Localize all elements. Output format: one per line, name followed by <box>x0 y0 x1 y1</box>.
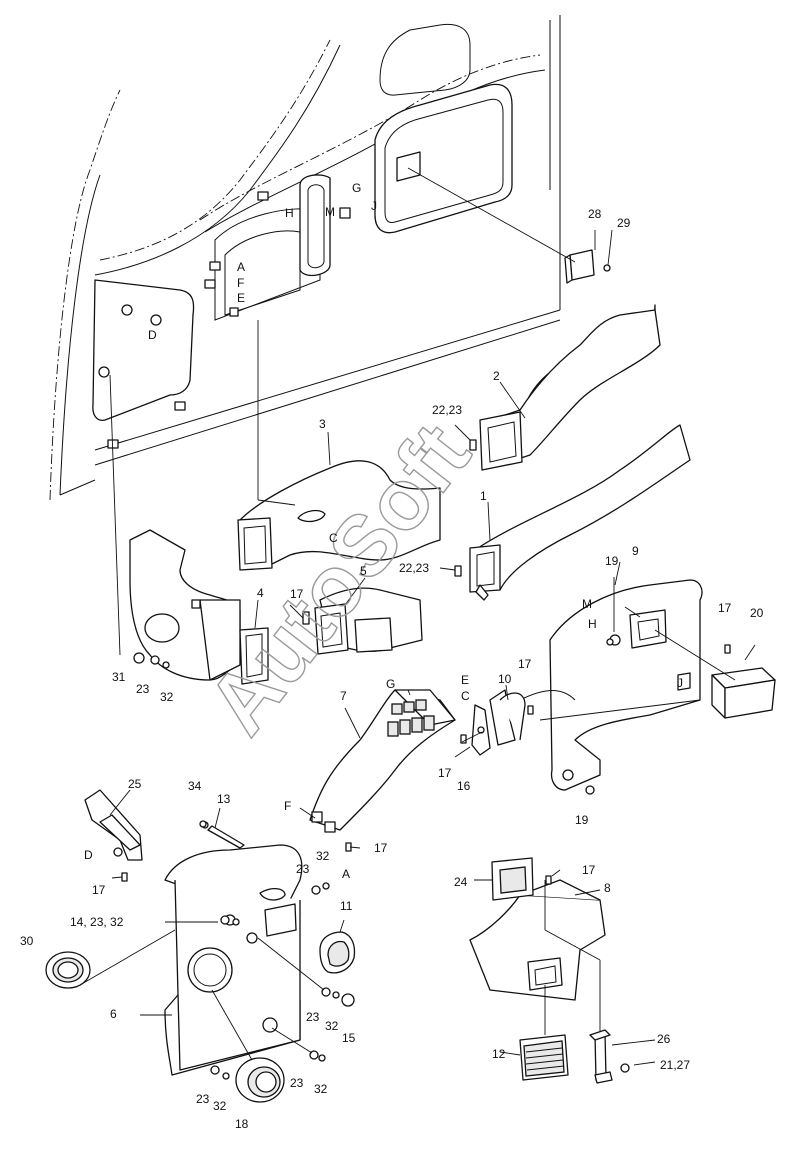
part-10-bracket <box>471 689 526 756</box>
callout-23-c: 23 <box>306 1010 320 1024</box>
callout-32-c: 32 <box>325 1019 339 1033</box>
callout-8: 8 <box>604 881 611 895</box>
callout-23-e: 23 <box>196 1092 210 1106</box>
callout-23-b: 23 <box>296 862 310 876</box>
part-3-duct <box>237 460 441 571</box>
callout-24: 24 <box>454 875 468 889</box>
part-30-ring <box>45 929 176 989</box>
vent-grille <box>387 699 435 737</box>
callout-21-27: 21,27 <box>660 1058 690 1072</box>
part-8-panel <box>469 879 606 1040</box>
part-18-ring <box>211 989 285 1103</box>
part-6-panel <box>164 844 303 1076</box>
callout-32-b: 32 <box>316 849 330 863</box>
letter-a-panel: A <box>342 867 350 881</box>
callout-30: 30 <box>20 934 34 948</box>
part-24-plate <box>491 857 534 901</box>
letter-c-duct: C <box>329 531 338 545</box>
callout-20: 20 <box>750 606 764 620</box>
part-4-duct <box>129 529 269 685</box>
letter-m-body: M <box>325 205 335 219</box>
cab-body <box>49 15 561 501</box>
callout-28: 28 <box>588 207 602 221</box>
callout-17-g: 17 <box>582 863 596 877</box>
callout-7: 7 <box>340 689 347 703</box>
callout-6: 6 <box>110 1007 117 1021</box>
watermark: AutoSoft <box>189 407 488 752</box>
letter-j-panel: J <box>677 676 683 690</box>
letter-h-panel: H <box>588 617 597 631</box>
callout-22-23-b: 22,23 <box>399 561 429 575</box>
callout-18: 18 <box>235 1117 249 1131</box>
letter-g-body: G <box>352 181 361 195</box>
callout-1: 1 <box>480 489 487 503</box>
callout-2: 2 <box>493 369 500 383</box>
letter-d-body: D <box>148 328 157 342</box>
part-28-pad <box>407 167 611 284</box>
leader-lines <box>109 229 756 1066</box>
callout-25: 25 <box>128 777 142 791</box>
letter-c-bracket: C <box>461 689 470 703</box>
callout-10: 10 <box>498 672 512 686</box>
letter-h-body: H <box>285 206 294 220</box>
callout-26: 26 <box>657 1032 671 1046</box>
letter-f-body: F <box>237 276 244 290</box>
callout-23-d: 23 <box>290 1076 304 1090</box>
letter-a-body: A <box>237 260 245 274</box>
callout-17-c: 17 <box>518 657 532 671</box>
part-callouts: 1 2 3 4 5 6 7 8 9 10 11 12 13 14, 23, 32… <box>20 207 764 1131</box>
callout-9: 9 <box>632 544 639 558</box>
part-26-bracket <box>589 1029 630 1084</box>
letter-f-duct: F <box>284 799 291 813</box>
callout-17-e: 17 <box>374 841 388 855</box>
callout-14-23-32: 14, 23, 32 <box>70 915 124 929</box>
callout-12: 12 <box>492 1047 506 1061</box>
callout-11: 11 <box>340 899 353 913</box>
letter-e-bracket: E <box>461 673 469 687</box>
part-12-filter <box>519 985 569 1081</box>
part-11-knob <box>319 931 356 974</box>
callout-4: 4 <box>257 586 264 600</box>
callout-5: 5 <box>360 564 367 578</box>
part-9-panel <box>519 579 703 791</box>
callout-17-d: 17 <box>438 766 452 780</box>
callout-32-a: 32 <box>160 690 174 704</box>
callout-3: 3 <box>319 417 326 431</box>
letter-g-duct: G <box>386 677 395 691</box>
callout-32-d: 32 <box>314 1082 328 1096</box>
fasteners <box>109 374 731 1080</box>
letter-d-bracket: D <box>84 848 93 862</box>
letter-markers: A A C C D D E E F F G G H H J J M M <box>84 181 683 881</box>
callout-19-a: 19 <box>605 554 619 568</box>
part-7-duct <box>309 689 456 833</box>
callout-23-a: 23 <box>136 682 150 696</box>
part-20-box <box>654 629 776 719</box>
part-25-bracket <box>84 789 143 861</box>
callout-17-a: 17 <box>290 587 304 601</box>
callout-17-b: 17 <box>718 601 732 615</box>
callout-16: 16 <box>457 779 471 793</box>
callout-32-e: 32 <box>213 1099 227 1113</box>
part-1-duct <box>469 424 691 601</box>
callout-22-23-a: 22,23 <box>432 403 462 417</box>
letter-m-panel: M <box>582 597 592 611</box>
callout-34: 34 <box>188 779 202 793</box>
part-2-duct <box>479 304 661 471</box>
letter-j-body: J <box>371 199 377 213</box>
callout-31: 31 <box>112 670 126 684</box>
callout-29: 29 <box>617 216 631 230</box>
callout-13: 13 <box>217 792 231 806</box>
callout-19-b: 19 <box>575 813 589 827</box>
part-13-strip <box>201 821 245 849</box>
callout-17-f: 17 <box>92 883 106 897</box>
letter-e-body: E <box>237 291 245 305</box>
callout-15: 15 <box>342 1031 356 1045</box>
